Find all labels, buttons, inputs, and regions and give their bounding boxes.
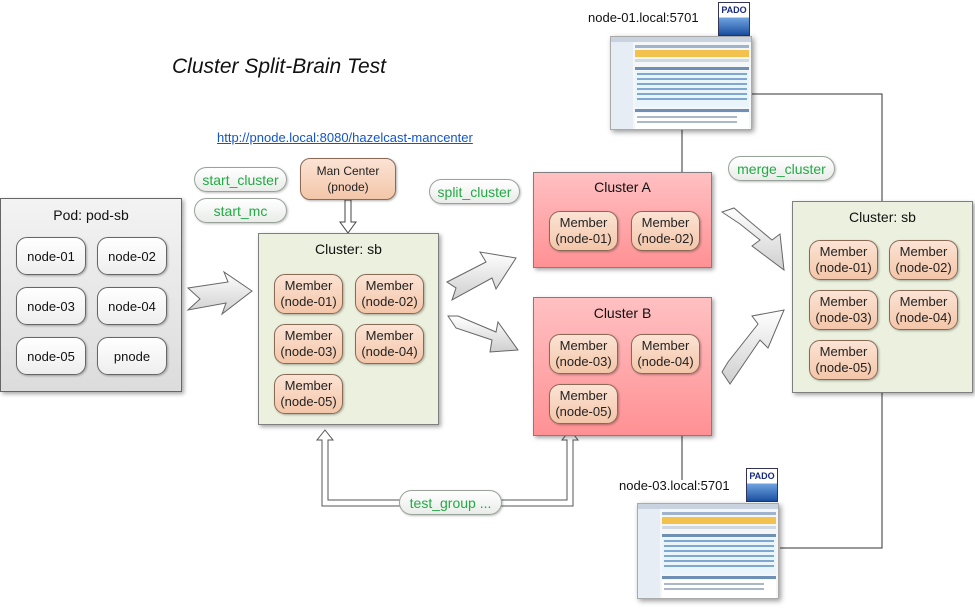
pod-node: node-01 (16, 237, 86, 275)
split-to-cluster-b-arrow (447, 315, 519, 353)
member-node-name: (node-04) (637, 354, 694, 369)
member-node: Member(node-01) (274, 274, 343, 314)
member-label: Member (641, 338, 690, 353)
member-node-name: (node-02) (637, 231, 694, 246)
pado-logo-text: PADO (721, 5, 747, 15)
member-label: Member (899, 244, 948, 259)
member-node: Member(node-02) (631, 211, 700, 251)
pado-logo-top: PADO (718, 2, 750, 36)
pod-node: node-05 (16, 337, 86, 375)
member-label: Member (284, 378, 333, 393)
pod-node: node-04 (97, 287, 167, 325)
pod-node: node-02 (97, 237, 167, 275)
man-center-node: Man Center (pnode) (300, 158, 396, 200)
member-label: Member (559, 215, 608, 230)
member-node-name: (node-05) (555, 404, 612, 419)
cluster-sb-box: Cluster: sb Member(node-01) Member(node-… (258, 233, 439, 425)
cluster-merged-title: Cluster: sb (849, 209, 916, 225)
member-node-name: (node-05) (280, 394, 337, 409)
member-label: Member (559, 388, 608, 403)
member-label: Member (365, 278, 414, 293)
member-node-name: (node-02) (895, 260, 952, 275)
member-node: Member(node-04) (631, 334, 700, 374)
mancenter-screenshot-top (610, 36, 752, 130)
diagram-title: Cluster Split-Brain Test (172, 55, 386, 78)
member-label: Member (819, 294, 868, 309)
member-node-name: (node-05) (815, 360, 872, 375)
pod-to-cluster-arrow (186, 270, 253, 316)
cluster-merged-box: Cluster: sb Member(node-01) Member(node-… (792, 201, 973, 393)
pod-node: node-03 (16, 287, 86, 325)
start-mc-command[interactable]: start_mc (194, 198, 287, 223)
merge-cluster-command[interactable]: merge_cluster (728, 156, 835, 181)
member-label: Member (284, 278, 333, 293)
pado-logo-text: PADO (749, 471, 775, 481)
member-node-name: (node-03) (280, 344, 337, 359)
split-cluster-command[interactable]: split_cluster (429, 179, 520, 204)
member-node: Member(node-05) (809, 340, 878, 380)
start-cluster-command[interactable]: start_cluster (194, 167, 287, 192)
test-group-command[interactable]: test_group ... (399, 490, 502, 515)
cluster-b-box: Cluster B Member(node-03) Member(node-04… (533, 297, 712, 436)
connector-line (752, 93, 883, 201)
mancenter-url-link[interactable]: http://pnode.local:8080/hazelcast-mancen… (217, 130, 473, 145)
pod-title: Pod: pod-sb (53, 207, 129, 223)
member-node-name: (node-01) (280, 294, 337, 309)
member-node-name: (node-03) (815, 310, 872, 325)
member-node: Member(node-05) (274, 374, 343, 414)
host-label-bottom: node-03.local:5701 (619, 478, 730, 493)
test-group-bracket-arrow (315, 429, 580, 507)
member-node: Member(node-03) (274, 324, 343, 364)
member-node: Member(node-05) (549, 384, 618, 424)
member-label: Member (819, 344, 868, 359)
member-node: Member(node-02) (889, 240, 958, 280)
connector-line (780, 393, 883, 549)
member-node-name: (node-04) (895, 310, 952, 325)
cluster-sb-title: Cluster: sb (315, 241, 382, 257)
member-node: Member(node-03) (549, 334, 618, 374)
member-node-name: (node-03) (555, 354, 612, 369)
man-center-label: Man Center (316, 164, 380, 178)
host-label-top: node-01.local:5701 (588, 10, 699, 25)
member-label: Member (819, 244, 868, 259)
cluster-b-merge-arrow (721, 309, 785, 385)
man-center-host: (pnode) (327, 180, 369, 194)
pado-logo-bottom: PADO (746, 468, 778, 502)
mancenter-screenshot-bottom (637, 503, 779, 599)
mancenter-down-arrow (339, 199, 357, 234)
member-node: Member(node-01) (549, 211, 618, 251)
cluster-a-title: Cluster A (594, 179, 651, 195)
member-node: Member(node-04) (889, 290, 958, 330)
split-to-cluster-a-arrow (446, 251, 517, 302)
member-label: Member (899, 294, 948, 309)
screenshot-thumbnail-bottom (638, 504, 778, 598)
cluster-a-box: Cluster A Member(node-01) Member(node-02… (533, 172, 712, 268)
member-node: Member(node-04) (355, 324, 424, 364)
cluster-a-merge-arrow (720, 207, 785, 272)
member-node-name: (node-02) (361, 294, 418, 309)
member-node: Member(node-03) (809, 290, 878, 330)
member-node: Member(node-02) (355, 274, 424, 314)
member-node: Member(node-01) (809, 240, 878, 280)
member-node-name: (node-04) (361, 344, 418, 359)
member-node-name: (node-01) (815, 260, 872, 275)
member-label: Member (641, 215, 690, 230)
member-label: Member (365, 328, 414, 343)
pod-node: pnode (97, 337, 167, 375)
pod-box: Pod: pod-sb node-01 node-02 node-03 node… (0, 198, 182, 392)
cluster-b-title: Cluster B (593, 305, 652, 321)
member-label: Member (559, 338, 608, 353)
member-node-name: (node-01) (555, 231, 612, 246)
member-label: Member (284, 328, 333, 343)
screenshot-thumbnail-top (611, 37, 751, 129)
